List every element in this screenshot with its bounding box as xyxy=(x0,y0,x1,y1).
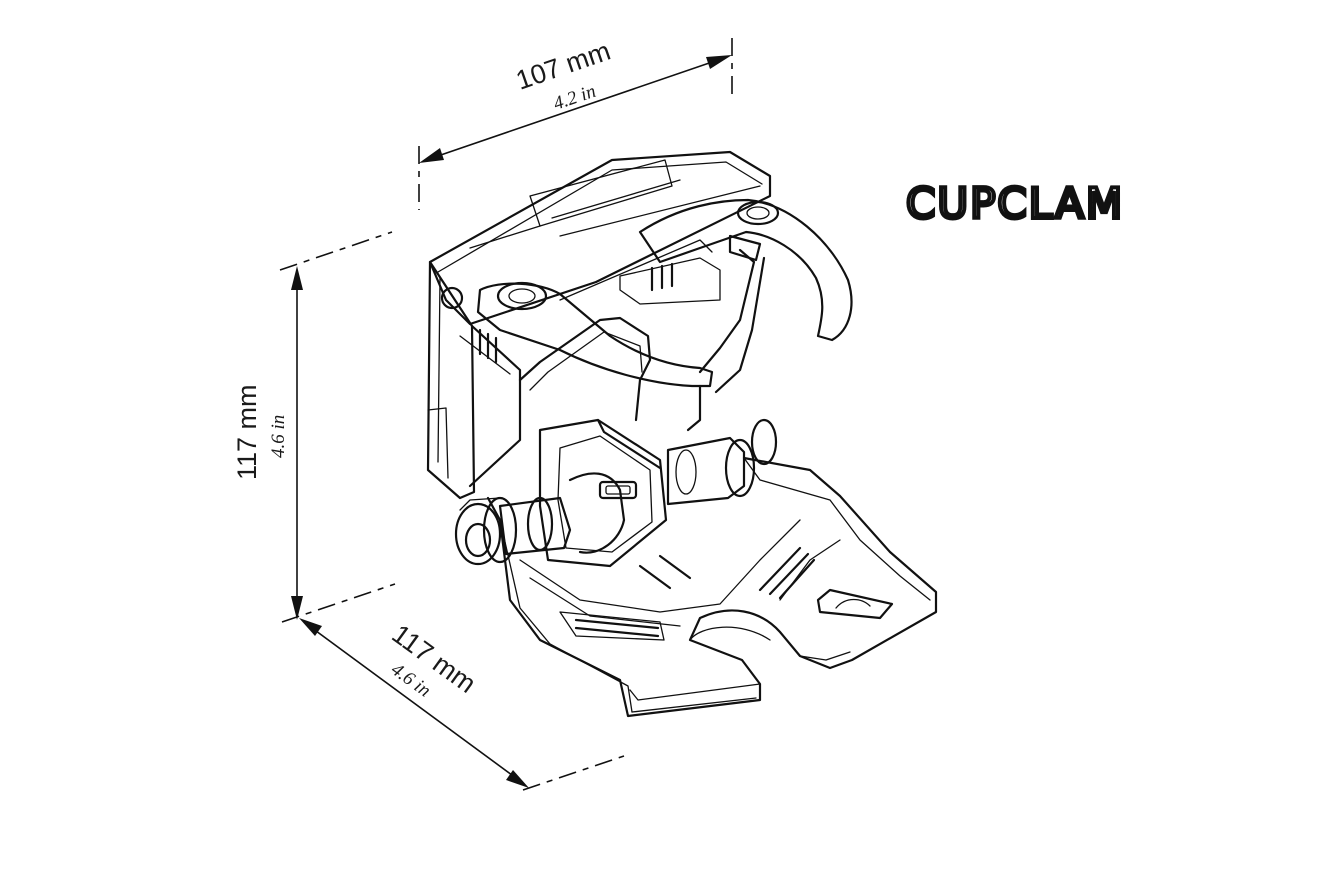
brand-logo: CUPCLAM xyxy=(904,177,1124,230)
cupclam-illustration xyxy=(426,150,938,718)
height-dimension: 117 mm 4.6 in xyxy=(232,231,396,623)
front-claw-arm xyxy=(476,239,714,388)
depth-dimension: 117 mm 4.6 in xyxy=(299,618,625,791)
left-housing-side xyxy=(426,260,522,500)
height-label-in: 4.6 in xyxy=(268,415,289,458)
brand-name: CUPCLAM xyxy=(906,179,1124,228)
top-housing xyxy=(428,150,772,326)
rear-claw-arm xyxy=(619,198,853,342)
width-arrow-right xyxy=(706,55,732,69)
depth-arrow-back xyxy=(299,618,322,636)
depth-extension-front xyxy=(522,755,625,791)
base-tray xyxy=(486,456,938,718)
width-dimension-line xyxy=(431,59,719,159)
height-arrow-bottom xyxy=(291,596,303,620)
width-label-mm: 107 mm xyxy=(512,36,614,96)
depth-dimension-line xyxy=(311,627,517,779)
depth-arrow-front xyxy=(506,770,529,788)
brand-emblem xyxy=(816,588,894,620)
hinge-axle xyxy=(454,418,778,568)
height-extension-top xyxy=(279,231,393,271)
height-arrow-top xyxy=(291,266,303,290)
center-frame xyxy=(518,248,766,432)
height-label-mm: 117 mm xyxy=(232,384,262,480)
width-arrow-left xyxy=(419,148,444,163)
